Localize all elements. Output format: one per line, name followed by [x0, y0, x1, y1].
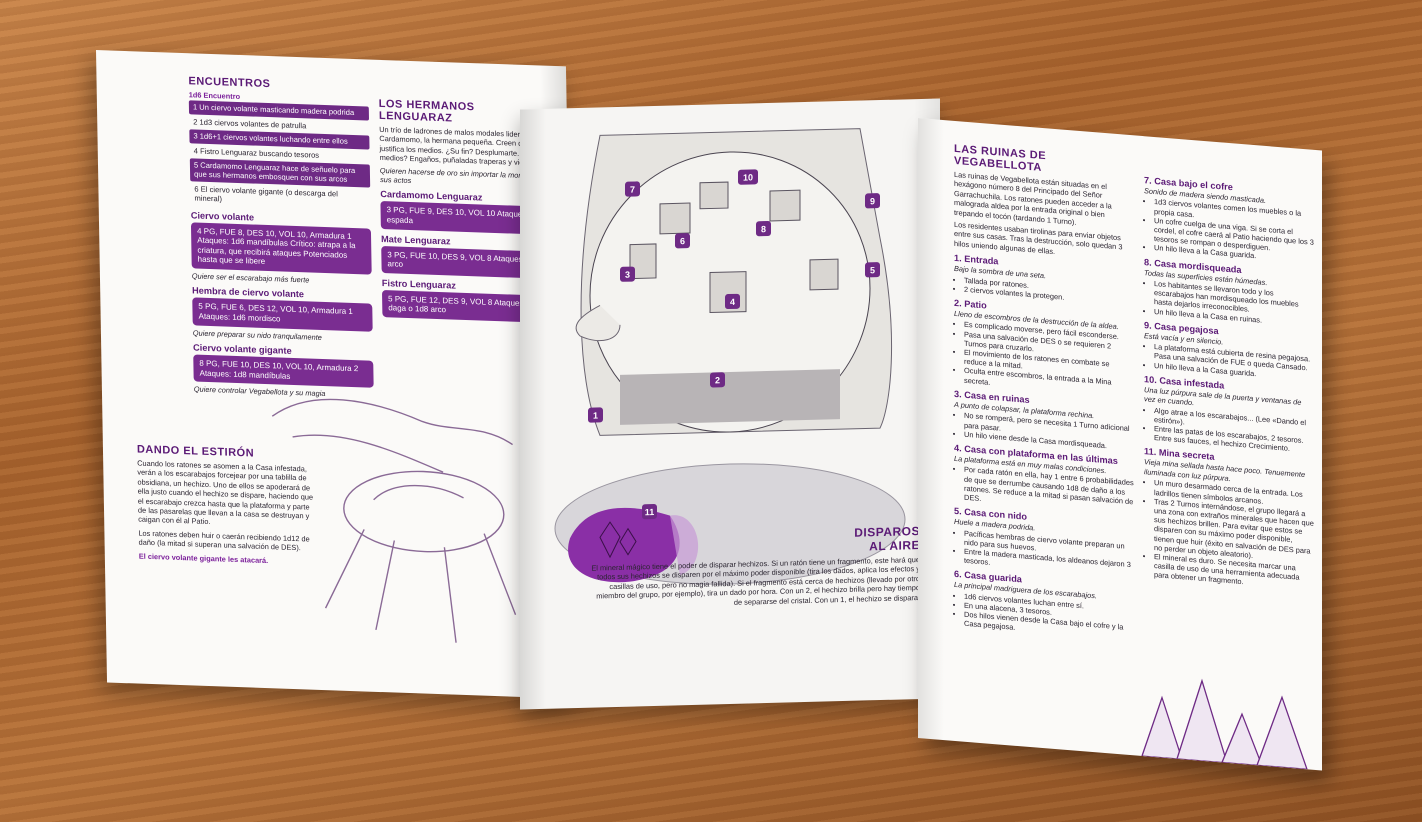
map-marker: 11	[642, 503, 657, 520]
map-marker: 3	[620, 266, 635, 282]
crystal-illustration	[1141, 678, 1308, 771]
creature-stats: 5 PG, FUE 6, DES 12, VOL 10, Armadura 1 …	[192, 297, 373, 332]
estiron-section: DANDO EL ESTIRÓN Cuando los ratones se a…	[137, 443, 319, 566]
map-marker: 5	[865, 262, 880, 278]
village-map	[575, 128, 893, 436]
ruinas-col-2: 7. Casa bajo el cofre Sonido de madera s…	[1144, 170, 1314, 595]
estiron-p1: Cuando los ratones se asomen a la Casa i…	[137, 458, 314, 527]
estiron-p3: El ciervo volante gigante les atacará.	[138, 551, 269, 565]
ruinas-col-1: LAS RUINAS DE VEGABELLOTA Las ruinas de …	[954, 143, 1134, 645]
map-marker: 2	[710, 372, 725, 388]
creature-stats: 4 PG, FUE 8, DES 10, VOL 10, Armadura 1 …	[190, 221, 372, 275]
map-marker: 7	[625, 181, 640, 197]
encounters-section: ENCUENTROS 1d6 Encuentro 1 Un ciervo vol…	[188, 75, 374, 400]
left-page: ENCUENTROS 1d6 Encuentro 1 Un ciervo vol…	[96, 50, 577, 699]
middle-page: 1 2 3 4 5 6 7 8 9 10 11 DISPAROS AL AIRE…	[520, 98, 940, 710]
disparos-title: DISPAROS AL AIRE	[854, 524, 920, 554]
disparos-section: DISPAROS AL AIRE El mineral mágico tiene…	[590, 524, 920, 611]
estiron-p2: Los ratones deben huir o caerán recibien…	[138, 528, 310, 553]
mine-illustration	[554, 463, 906, 585]
disparos-text: El mineral mágico tiene el poder de disp…	[591, 555, 920, 607]
right-page: LAS RUINAS DE VEGABELLOTA Las ruinas de …	[918, 118, 1322, 771]
map-marker: 10	[738, 169, 758, 185]
map-marker: 8	[756, 220, 771, 237]
map-marker: 9	[865, 193, 880, 209]
map-marker: 4	[725, 293, 740, 310]
map-marker: 6	[675, 233, 690, 249]
stag-beetle-illustration	[271, 398, 517, 643]
map-marker: 1	[588, 407, 603, 423]
